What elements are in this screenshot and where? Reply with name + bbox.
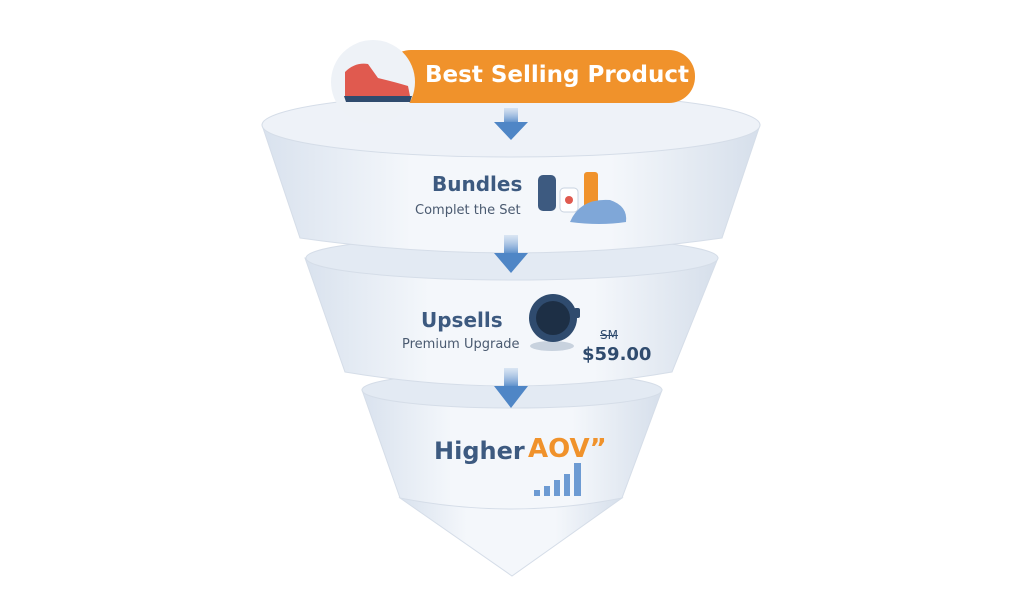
tier-subtitle: Complet the Set <box>415 203 521 218</box>
arrow-down-icon <box>494 108 528 140</box>
tier-title: Bundles <box>432 172 523 196</box>
bundle-products-icon <box>538 172 627 224</box>
aov-highlight: AOV” <box>528 434 607 464</box>
tier-title: Upsells <box>421 308 503 332</box>
price: $59.00 <box>582 344 652 365</box>
badge-label: Best Selling Product <box>425 62 689 88</box>
sneaker-icon <box>331 40 415 124</box>
tier-title: Higher <box>434 437 525 465</box>
tier-subtitle: Premium Upgrade <box>402 337 520 352</box>
growth-bars-icon <box>534 463 581 496</box>
funnel-tip <box>398 497 624 577</box>
arrow-down-icon <box>494 368 528 408</box>
premium-watch-icon <box>529 294 580 351</box>
arrow-down-icon <box>494 235 528 273</box>
best-selling-badge <box>385 50 695 103</box>
old-price-label: SM <box>600 328 618 342</box>
